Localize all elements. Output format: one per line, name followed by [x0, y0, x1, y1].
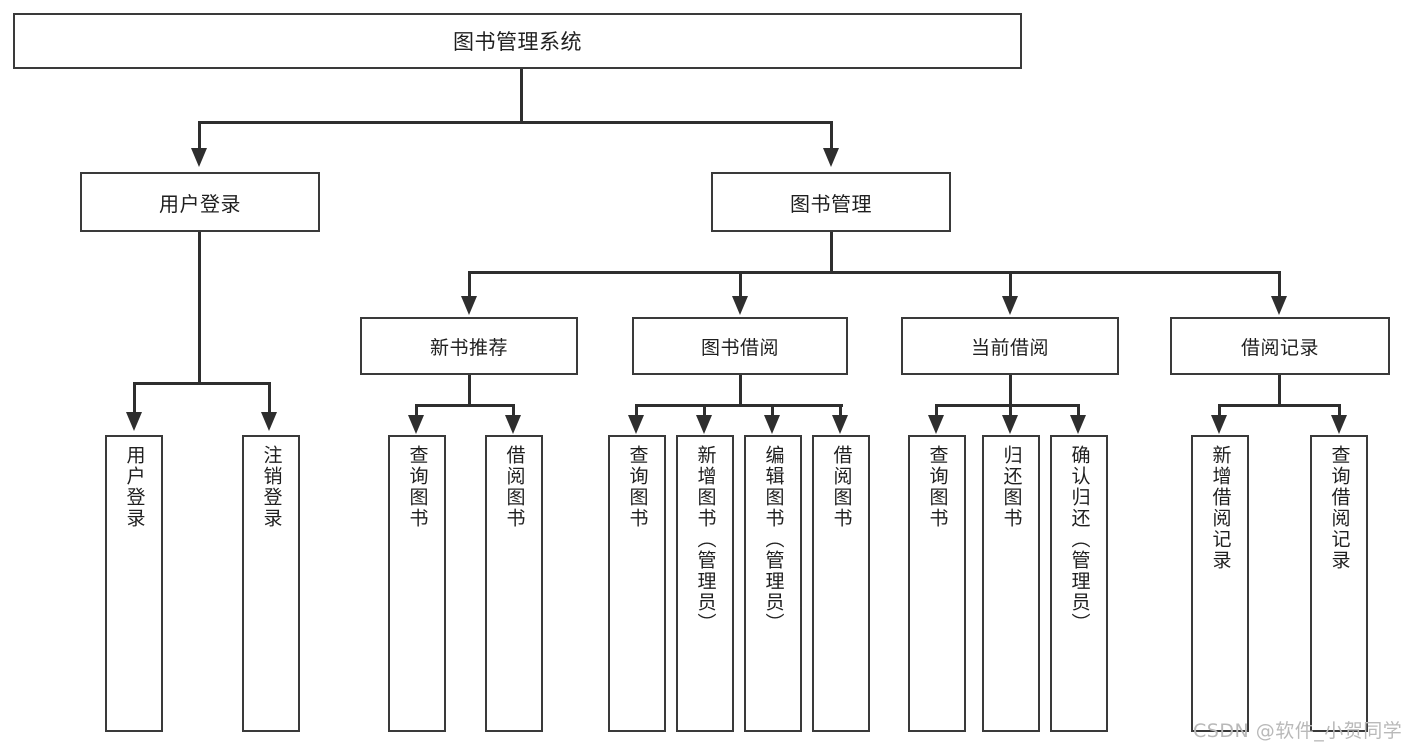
node-user-login-label: 用户登录: [159, 191, 241, 216]
node-leaf-user-logout[interactable]: 注销登录: [242, 435, 300, 732]
node-root-label: 图书管理系统: [453, 30, 582, 54]
node-leaf-user-logout-label: 注销登录: [260, 445, 283, 529]
node-leaf-query-record-label: 查询借阅记录: [1328, 445, 1351, 571]
node-leaf-edit-book[interactable]: 编辑图书（管理员）: [744, 435, 802, 732]
connector-new-book-recommend-stem: [468, 375, 471, 406]
connector-to-current-borrow: [1009, 271, 1012, 297]
connector-cb-drop-2: [1009, 404, 1012, 418]
connector-level3-bar: [468, 271, 1280, 274]
connector-book-manage-stem: [830, 232, 833, 273]
connector-root-stem: [520, 69, 523, 123]
node-leaf-add-book-label: 新增图书（管理员）: [694, 445, 717, 634]
node-leaf-query-book-1-label: 查询图书: [406, 445, 429, 529]
connector-cb-drop-1: [935, 404, 938, 418]
node-borrow-record[interactable]: 借阅记录: [1170, 317, 1390, 375]
node-leaf-confirm-return-label: 确认归还（管理员）: [1068, 445, 1091, 634]
node-leaf-borrow-book-2[interactable]: 借阅图书: [812, 435, 870, 732]
connector-cb-drop-3: [1077, 404, 1080, 418]
arrowhead-leaf-add-book: [696, 415, 712, 434]
node-leaf-return-book-label: 归还图书: [1000, 445, 1023, 529]
node-leaf-query-book-2-label: 查询图书: [626, 445, 649, 529]
node-leaf-user-login[interactable]: 用户登录: [105, 435, 163, 732]
node-book-manage-label: 图书管理: [790, 191, 872, 216]
node-leaf-add-book[interactable]: 新增图书（管理员）: [676, 435, 734, 732]
connector-book-borrow-bar: [635, 404, 843, 407]
arrowhead-leaf-user-login: [126, 412, 142, 431]
connector-user-login-drop-1: [133, 382, 136, 414]
node-leaf-query-book-3-label: 查询图书: [926, 445, 949, 529]
connector-user-login-stem: [198, 232, 201, 384]
connector-bb-drop-2: [703, 404, 706, 418]
connector-br-drop-1: [1218, 404, 1221, 418]
connector-to-new-book-recommend: [468, 271, 471, 297]
connector-borrow-record-bar: [1218, 404, 1341, 407]
node-leaf-borrow-book-1[interactable]: 借阅图书: [485, 435, 543, 732]
connector-bb-drop-3: [771, 404, 774, 418]
connector-to-user-login: [198, 121, 201, 150]
connector-borrow-record-stem: [1278, 375, 1281, 406]
node-current-borrow[interactable]: 当前借阅: [901, 317, 1119, 375]
arrowhead-book-borrow: [732, 296, 748, 315]
node-book-borrow-label: 图书借阅: [700, 336, 779, 359]
arrowhead-leaf-confirm-return: [1070, 415, 1086, 434]
arrowhead-leaf-edit-book: [764, 415, 780, 434]
arrowhead-user-login: [191, 148, 207, 167]
arrowhead-new-book-recommend: [461, 296, 477, 315]
node-new-book-recommend[interactable]: 新书推荐: [360, 317, 578, 375]
node-leaf-add-record[interactable]: 新增借阅记录: [1191, 435, 1249, 732]
node-leaf-add-record-label: 新增借阅记录: [1209, 445, 1232, 571]
connector-br-drop-2: [1338, 404, 1341, 418]
connector-nbr-drop-1: [415, 404, 418, 418]
connector-to-book-borrow: [739, 271, 742, 297]
node-leaf-query-book-1[interactable]: 查询图书: [388, 435, 446, 732]
arrowhead-leaf-query-record: [1331, 415, 1347, 434]
connector-nbr-drop-2: [512, 404, 515, 418]
node-leaf-query-book-2[interactable]: 查询图书: [608, 435, 666, 732]
connector-bb-drop-4: [839, 404, 842, 418]
node-leaf-query-record[interactable]: 查询借阅记录: [1310, 435, 1368, 732]
arrowhead-leaf-user-logout: [261, 412, 277, 431]
connector-current-borrow-bar: [935, 404, 1079, 407]
connector-current-borrow-stem: [1009, 375, 1012, 406]
node-borrow-record-label: 借阅记录: [1240, 336, 1319, 359]
arrowhead-leaf-query-book-1: [408, 415, 424, 434]
node-current-borrow-label: 当前借阅: [970, 336, 1049, 359]
node-book-manage[interactable]: 图书管理: [711, 172, 951, 232]
node-leaf-query-book-3[interactable]: 查询图书: [908, 435, 966, 732]
node-root[interactable]: 图书管理系统: [13, 13, 1022, 69]
connector-book-borrow-stem: [739, 375, 742, 406]
node-new-book-recommend-label: 新书推荐: [429, 336, 508, 359]
arrowhead-current-borrow: [1002, 296, 1018, 315]
connector-to-book-manage: [830, 121, 833, 150]
arrowhead-leaf-borrow-book-2: [832, 415, 848, 434]
node-leaf-return-book[interactable]: 归还图书: [982, 435, 1040, 732]
arrowhead-borrow-record: [1271, 296, 1287, 315]
node-leaf-borrow-book-2-label: 借阅图书: [830, 445, 853, 529]
node-leaf-confirm-return[interactable]: 确认归还（管理员）: [1050, 435, 1108, 732]
node-leaf-borrow-book-1-label: 借阅图书: [503, 445, 526, 529]
connector-user-login-bar: [133, 382, 268, 385]
node-book-borrow[interactable]: 图书借阅: [632, 317, 848, 375]
node-user-login[interactable]: 用户登录: [80, 172, 320, 232]
arrowhead-leaf-borrow-book-1: [505, 415, 521, 434]
arrowhead-leaf-add-record: [1211, 415, 1227, 434]
arrowhead-leaf-query-book-3: [928, 415, 944, 434]
arrowhead-leaf-query-book-2: [628, 415, 644, 434]
connector-new-book-recommend-bar: [415, 404, 514, 407]
arrowhead-leaf-return-book: [1002, 415, 1018, 434]
connector-level2-bar: [198, 121, 833, 124]
node-leaf-user-login-label: 用户登录: [123, 445, 146, 529]
connector-to-borrow-record: [1278, 271, 1281, 297]
connector-bb-drop-1: [635, 404, 638, 418]
arrowhead-book-manage: [823, 148, 839, 167]
connector-user-login-drop-2: [268, 382, 271, 414]
node-leaf-edit-book-label: 编辑图书（管理员）: [762, 445, 785, 634]
